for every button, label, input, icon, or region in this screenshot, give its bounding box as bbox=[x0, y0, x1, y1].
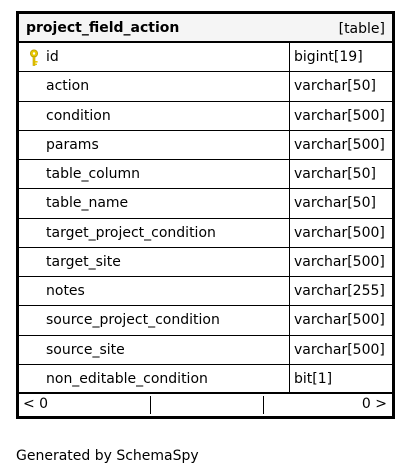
column-type: varchar[500] bbox=[294, 341, 385, 358]
column-type: bit[1] bbox=[294, 370, 333, 387]
column-name: id bbox=[46, 49, 59, 65]
column-name-cell: action bbox=[19, 72, 290, 101]
column-type: varchar[500] bbox=[294, 224, 385, 241]
column-name-cell: non_editable_condition bbox=[19, 364, 290, 394]
column-name-cell: table_name bbox=[19, 189, 290, 218]
table-kind-label: [table] bbox=[338, 21, 385, 37]
column-type: varchar[500] bbox=[294, 107, 385, 124]
column-row: source_project_condition varchar[500] bbox=[19, 306, 392, 336]
column-name-cell: table_column bbox=[19, 160, 290, 189]
column-name-cell: id bbox=[19, 43, 290, 72]
column-name: condition bbox=[46, 107, 111, 124]
column-name: table_name bbox=[46, 195, 129, 212]
column-row: target_project_condition varchar[500] bbox=[19, 218, 392, 248]
column-name: action bbox=[46, 78, 90, 95]
column-row: action varchar[50] bbox=[19, 72, 392, 102]
column-name-cell: params bbox=[19, 130, 290, 159]
footer-divider bbox=[263, 396, 264, 414]
column-name: table_column bbox=[46, 166, 140, 182]
column-name-cell: source_project_condition bbox=[19, 306, 290, 335]
parents-count: < 0 bbox=[23, 396, 49, 412]
column-name: non_editable_condition bbox=[46, 370, 208, 387]
entity-table: project_field_action [table] id bigint[1… bbox=[16, 11, 395, 419]
entity-header: project_field_action [table] bbox=[19, 14, 392, 43]
table-name: project_field_action bbox=[26, 20, 180, 36]
column-row: non_editable_condition bit[1] bbox=[19, 364, 392, 394]
column-type: varchar[50] bbox=[294, 195, 376, 212]
column-row: id bigint[19] bbox=[19, 43, 392, 73]
generated-by-caption: Generated by SchemaSpy bbox=[16, 448, 199, 464]
column-name-cell: notes bbox=[19, 277, 290, 306]
children-count: 0 > bbox=[361, 396, 387, 412]
column-type: varchar[500] bbox=[294, 253, 385, 270]
column-name-cell: target_site bbox=[19, 247, 290, 276]
column-name-cell: condition bbox=[19, 101, 290, 130]
column-name: target_site bbox=[46, 253, 121, 270]
footer-divider bbox=[150, 396, 151, 414]
column-name-cell: target_project_condition bbox=[19, 218, 290, 247]
column-row: table_name varchar[50] bbox=[19, 189, 392, 219]
column-row: source_site varchar[500] bbox=[19, 335, 392, 365]
column-type: varchar[50] bbox=[294, 78, 376, 95]
column-type: varchar[50] bbox=[294, 166, 376, 182]
column-name: source_site bbox=[46, 341, 125, 358]
column-list: id bigint[19] action varchar[50] conditi… bbox=[19, 43, 392, 394]
column-name: target_project_condition bbox=[46, 224, 216, 241]
column-name: notes bbox=[46, 283, 85, 299]
key-icon bbox=[30, 49, 38, 66]
column-type: varchar[500] bbox=[294, 136, 385, 153]
column-row: params varchar[500] bbox=[19, 130, 392, 160]
column-type: varchar[500] bbox=[294, 312, 385, 329]
relationship-footer: < 0 0 > bbox=[19, 392, 392, 416]
column-name: params bbox=[46, 136, 99, 153]
column-row: notes varchar[255] bbox=[19, 277, 392, 307]
column-row: target_site varchar[500] bbox=[19, 247, 392, 277]
column-row: condition varchar[500] bbox=[19, 101, 392, 131]
column-name: source_project_condition bbox=[46, 312, 220, 329]
column-type: bigint[19] bbox=[294, 49, 363, 65]
column-row: table_column varchar[50] bbox=[19, 160, 392, 190]
column-name-cell: source_site bbox=[19, 335, 290, 364]
column-type: varchar[255] bbox=[294, 283, 385, 299]
